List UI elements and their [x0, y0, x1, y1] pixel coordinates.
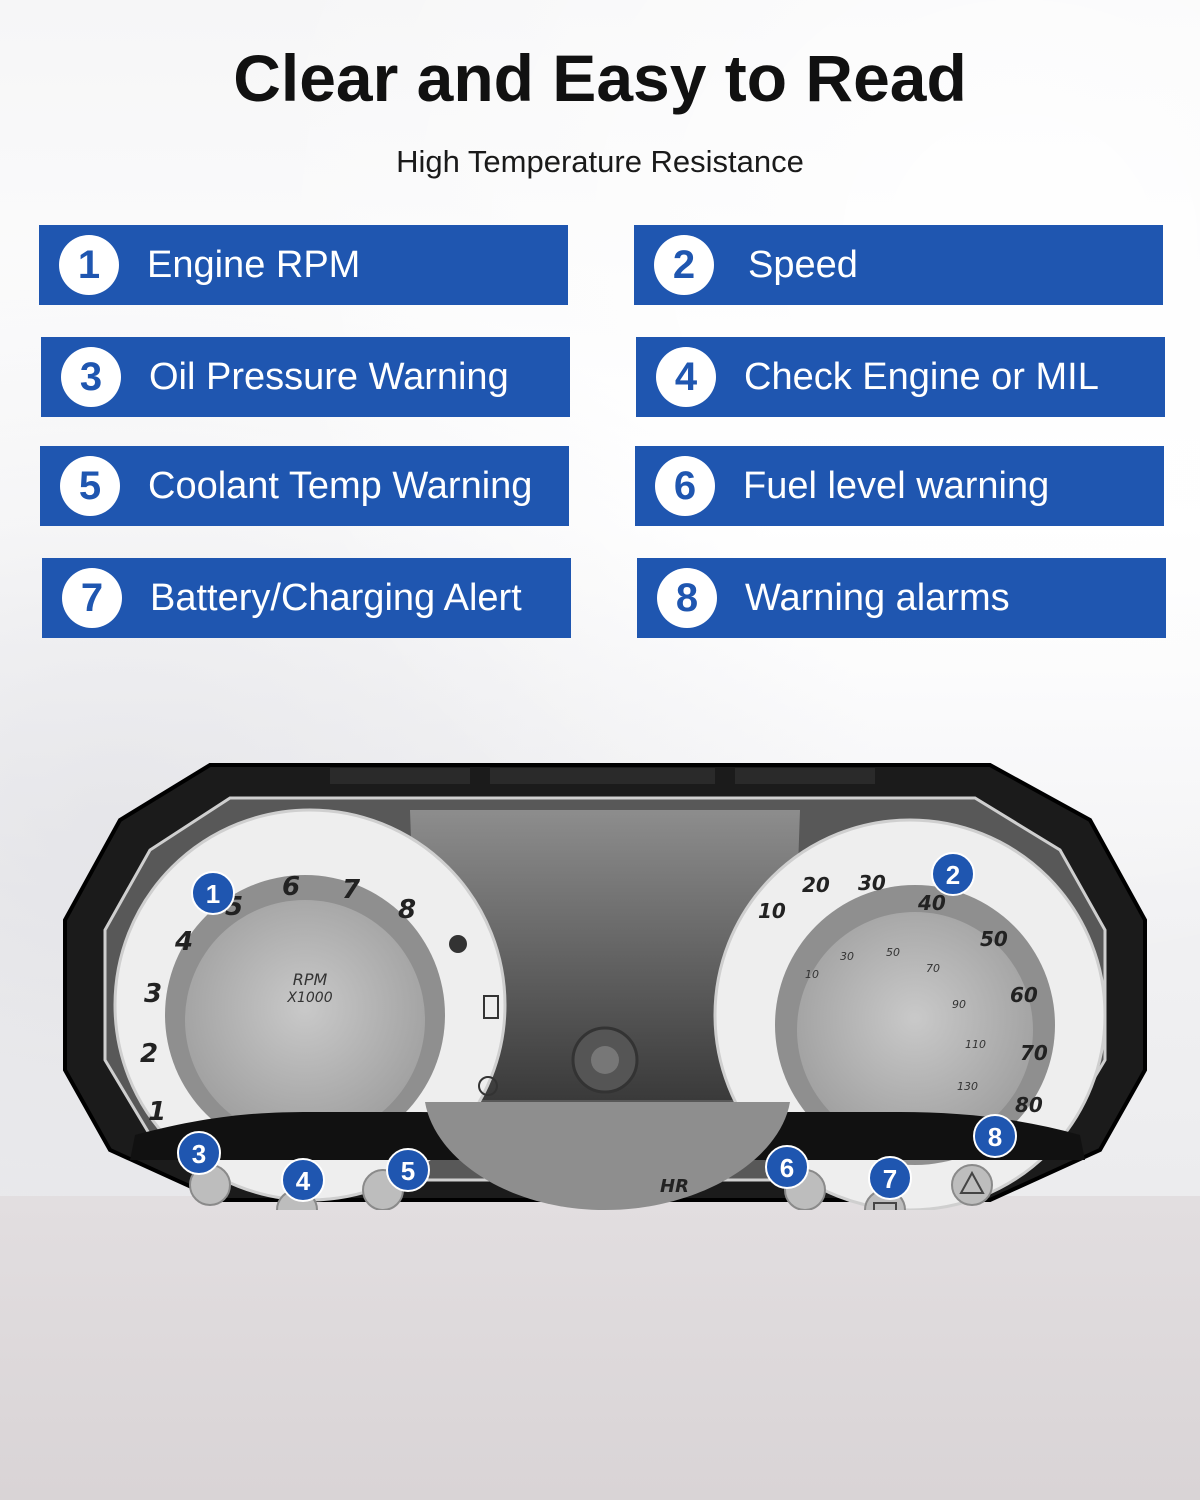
callout-marker-number: 4: [296, 1166, 311, 1196]
feature-number-badge: 2: [654, 235, 714, 295]
callout-marker: [765, 1145, 809, 1189]
inner-speed-tick-label: 70: [926, 962, 940, 975]
speed-tick-label: 10: [758, 899, 786, 923]
feature-warning-alarms: 8 Warning alarms: [637, 558, 1166, 638]
housing-tab: [490, 768, 715, 784]
battery-glyph: [873, 1202, 897, 1210]
callout-marker-number: 7: [883, 1164, 897, 1194]
callout-marker: [281, 1158, 325, 1202]
rpm-unit: X1000: [286, 990, 332, 1006]
callout-marker-number: 8: [988, 1122, 1002, 1152]
speed-tick-label: 30: [858, 871, 886, 895]
feature-number-badge: 3: [61, 347, 121, 407]
feature-label: Fuel level warning: [743, 464, 1050, 507]
hour-label: HR: [660, 1176, 689, 1197]
feature-label: Check Engine or MIL: [744, 355, 1099, 398]
feature-number-badge: 6: [655, 456, 715, 516]
feature-speed: 2 Speed: [634, 225, 1163, 305]
feature-label: Battery/Charging Alert: [150, 576, 522, 619]
speedometer-display: [797, 912, 1033, 1148]
speed-tick-label: 20: [802, 873, 830, 897]
rpm-tick-label: 8: [398, 895, 416, 925]
inner-speed-tick-label: 30: [840, 950, 854, 963]
inner-speed-tick-label: 50: [886, 946, 900, 959]
speed-tick-label: 40: [917, 891, 946, 915]
page-title: Clear and Easy to Read: [233, 41, 967, 115]
callout-marker-number: 5: [401, 1156, 415, 1186]
callout-marker: [386, 1148, 430, 1192]
page-subtitle: High Temperature Resistance: [396, 144, 804, 179]
inner-speed-tick-label: 90: [952, 998, 966, 1011]
feature-check-engine: 4 Check Engine or MIL: [636, 337, 1165, 417]
callout-marker: [177, 1131, 221, 1175]
inner-speed-tick-label: 130: [957, 1080, 978, 1093]
speed-tick-label: 70: [1020, 1041, 1048, 1065]
feature-engine-rpm: 1 Engine RPM: [39, 225, 568, 305]
warning-triangle-icon: [951, 1164, 993, 1206]
callout-marker-number: 6: [780, 1153, 794, 1183]
feature-label: Oil Pressure Warning: [149, 355, 509, 398]
speed-tick-label: 50: [980, 927, 1008, 951]
speed-tick-label: 60: [1010, 983, 1038, 1007]
rpm-tick-label: 7: [342, 875, 361, 905]
rpm-tick-label: 4: [174, 927, 193, 957]
housing-tab: [735, 768, 875, 784]
rpm-tick-label: 2: [140, 1039, 158, 1069]
gauge-cluster-illustration: RPM X1000 1 2 3 4 5 6 7 8 10 20 30 40 50…: [63, 763, 1147, 1210]
rpm-label: RPM: [293, 970, 328, 989]
feature-number-badge: 1: [59, 235, 119, 295]
rpm-tick-label: 1: [148, 1097, 166, 1127]
feature-oil-pressure: 3 Oil Pressure Warning: [41, 337, 570, 417]
tachometer-display: [185, 900, 425, 1140]
callout-marker: [931, 852, 975, 896]
indicator-lamp-icon: [478, 1076, 498, 1096]
callout-marker: [191, 871, 235, 915]
feature-label: Warning alarms: [745, 576, 1010, 619]
housing-tab: [330, 768, 470, 784]
rpm-tick-label: 3: [144, 979, 162, 1009]
feature-number-badge: 4: [656, 347, 716, 407]
feature-battery-charging: 7 Battery/Charging Alert: [42, 558, 571, 638]
fuel-gauge-icon: [483, 995, 499, 1019]
hour-meter-display: [425, 1102, 790, 1210]
inner-speed-tick-label: 110: [965, 1038, 986, 1051]
center-panel: [410, 810, 800, 1100]
warning-triangle-glyph: [959, 1170, 985, 1194]
feature-label: Coolant Temp Warning: [148, 464, 533, 507]
callout-marker-number: 2: [946, 860, 960, 890]
brand-emblem-center: [591, 1046, 619, 1074]
feature-label: Speed: [748, 243, 858, 286]
feature-fuel-level: 6 Fuel level warning: [635, 446, 1164, 526]
feature-number-badge: 8: [657, 568, 717, 628]
callout-marker-number: 3: [192, 1139, 206, 1169]
feature-label: Engine RPM: [147, 243, 361, 286]
feature-number-badge: 7: [62, 568, 122, 628]
rpm-tick-label: 6: [282, 872, 300, 902]
feature-number-badge: 5: [60, 456, 120, 516]
low-beam-icon: [449, 935, 467, 953]
inner-speed-tick-label: 10: [805, 968, 819, 981]
background-floor: [0, 1196, 1200, 1500]
callout-marker: [868, 1156, 912, 1200]
speed-tick-label: 80: [1015, 1093, 1043, 1117]
callout-marker-number: 1: [206, 879, 220, 909]
feature-coolant-temp: 5 Coolant Temp Warning: [40, 446, 569, 526]
callout-marker: [973, 1114, 1017, 1158]
